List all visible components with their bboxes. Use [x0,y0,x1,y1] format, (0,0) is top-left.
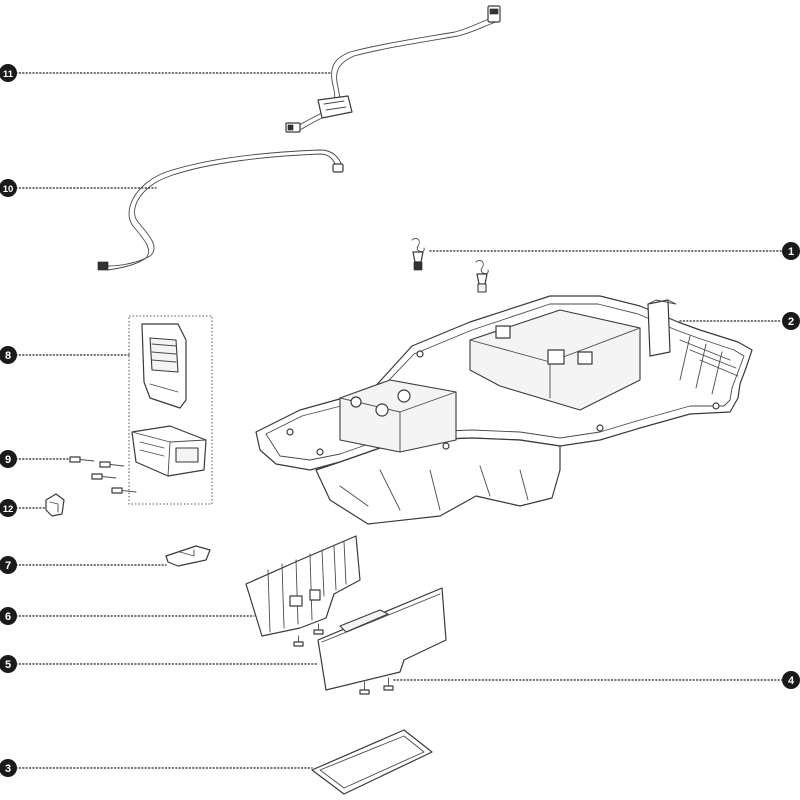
callout-8: 8 [0,346,17,364]
callout-2: 2 [782,312,800,330]
callout-number: 11 [3,69,14,80]
callout-circle [0,556,17,574]
part-7-latch [165,545,211,567]
callout-number: 6 [5,611,11,623]
callout-7: 7 [0,556,17,574]
callout-circle [0,346,17,364]
part-9-screws [69,456,137,494]
callout-5: 5 [0,655,17,673]
callout-number: 3 [5,763,11,775]
callout-9: 9 [0,450,17,468]
callout-number: 2 [788,316,794,328]
callout-number: 10 [3,184,14,195]
callout-circle [782,242,800,260]
callout-number: 5 [5,659,11,671]
callout-circle [0,607,17,625]
part-10-cable [97,149,344,271]
callout-circle [0,655,17,673]
callout-circle [0,179,17,197]
callout-circle [0,499,17,517]
callout-number: 1 [788,246,794,258]
part-4-screws [293,623,394,695]
part-11-wiring-harness [285,5,501,133]
part-8-connector-bracket [128,315,213,505]
callout-4: 4 [782,671,800,689]
part-12-small-clip [45,493,65,517]
part-2-chassis [255,295,753,525]
leader-lines [15,72,783,769]
part-3-gasket [311,729,433,795]
callout-circle [0,450,17,468]
callout-circle [0,64,17,82]
callout-6: 6 [0,607,17,625]
callout-number: 4 [788,675,795,687]
callout-number: 7 [5,560,11,572]
callout-number: 12 [3,504,14,515]
part-6-cover [245,535,361,637]
callout-3: 3 [0,759,17,777]
callout-circle [782,312,800,330]
part-1-clip [411,237,489,293]
callout-11: 11 [0,64,17,82]
part-5-plate [317,587,447,691]
callout-12: 12 [0,499,17,517]
callout-number: 8 [5,350,11,362]
callout-10: 10 [0,179,17,197]
callout-circle [0,759,17,777]
callout-1: 1 [782,242,800,260]
callout-number: 9 [5,454,11,466]
callout-circle [782,671,800,689]
